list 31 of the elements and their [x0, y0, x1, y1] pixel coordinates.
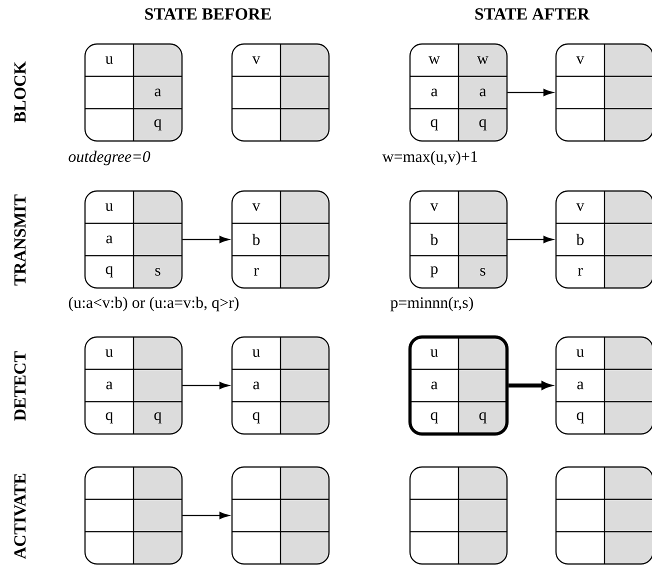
- arrow: [182, 236, 230, 244]
- arrow: [182, 512, 230, 520]
- condition-text: w=max(u,v)+1: [382, 150, 478, 166]
- state-box: [409, 466, 508, 565]
- column-heading: STATE BEFORE: [145, 8, 271, 20]
- row-heading: BLOCK: [14, 61, 26, 122]
- state-box: v: [231, 43, 330, 142]
- state-box: w w a a q q: [409, 43, 508, 142]
- state-box: u a q s: [84, 190, 183, 289]
- state-box: u a q q: [408, 335, 509, 436]
- state-box: v b r: [231, 190, 330, 289]
- state-box: u a q: [84, 43, 183, 142]
- condition-text: outdegree=0: [68, 150, 150, 166]
- state-box: u a q: [555, 336, 652, 435]
- condition-text: (u:a<v:b) or (u:a=v:b, q>r): [68, 296, 239, 312]
- state-box: v: [555, 43, 652, 142]
- row-heading: ACTIVATE: [14, 474, 26, 559]
- condition-text: p=minnn(r,s): [390, 296, 473, 312]
- arrow: [508, 236, 554, 244]
- state-box: u a q: [231, 336, 330, 435]
- state-box: u a q q: [84, 336, 183, 435]
- state-box: [231, 466, 330, 565]
- state-box: v b r: [555, 190, 652, 289]
- state-box: [555, 466, 652, 565]
- row-heading: DETECT: [14, 351, 26, 421]
- state-box: v b p s: [409, 190, 508, 289]
- row-heading: TRANSMIT: [14, 194, 26, 286]
- arrow: [508, 88, 554, 96]
- column-heading: STATE AFTER: [475, 8, 590, 20]
- state-box: [84, 466, 183, 565]
- arrow: [182, 382, 230, 390]
